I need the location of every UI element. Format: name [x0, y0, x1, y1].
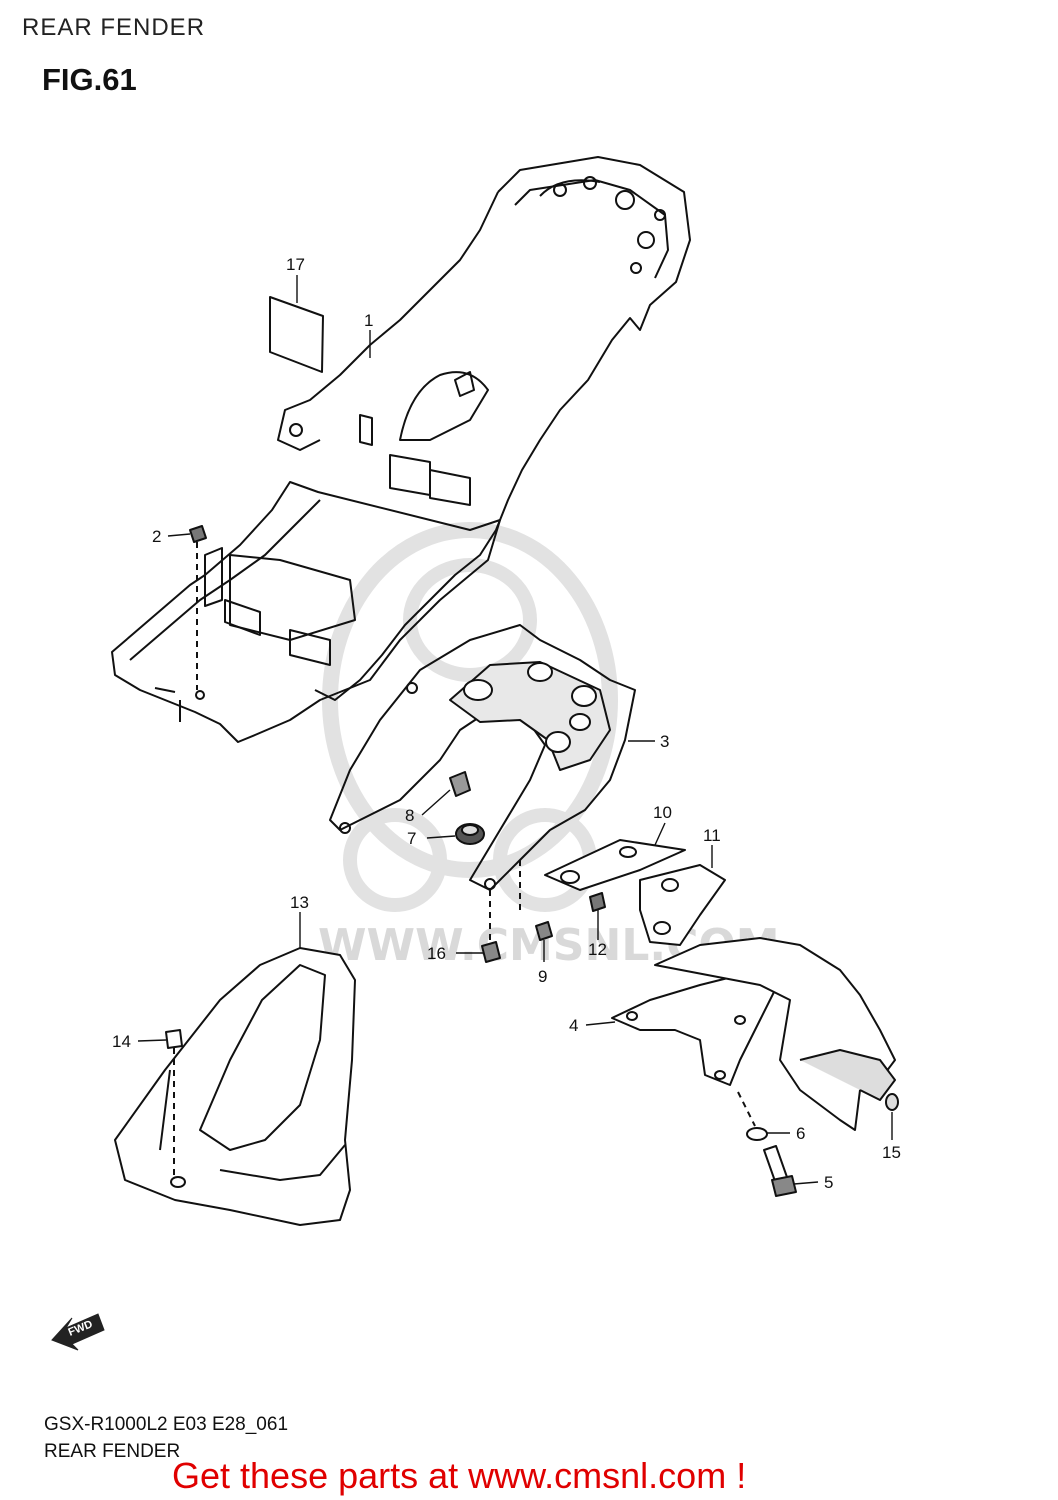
callout-1: 1: [364, 311, 373, 330]
part-9-screw: [519, 860, 553, 941]
part-4-lower-fender: [611, 937, 896, 1131]
callout-17: 17: [286, 255, 305, 274]
part-2-bolt: [189, 525, 207, 690]
callout-16: 16: [427, 944, 446, 963]
callout-12: 12: [588, 940, 607, 959]
part-11-bracket: [639, 864, 726, 946]
watermark: WWW.CMSNL.COM: [318, 522, 780, 971]
callout-8: 8: [405, 806, 414, 825]
promo-link-text[interactable]: Get these parts at www.cmsnl.com !: [172, 1455, 747, 1496]
callout-9: 9: [538, 967, 547, 986]
part-14-screw: [165, 1029, 183, 1175]
figure-label: FIG.61: [42, 62, 137, 97]
part-12-bolt: [589, 892, 606, 912]
part-10-plate: [544, 839, 686, 891]
callout-2: 2: [152, 527, 161, 546]
callout-5: 5: [824, 1173, 833, 1192]
part-15-nut: [885, 1093, 899, 1111]
part-3-fender-bracket: [329, 624, 636, 891]
part-13-front-fender: [114, 947, 356, 1226]
forward-arrow-icon: FWD: [51, 1313, 105, 1351]
part-6-washer: [737, 1091, 768, 1141]
footer-title: REAR FENDER: [44, 1441, 181, 1462]
callout-11: 11: [703, 826, 721, 845]
part-7-cushion: [455, 823, 485, 845]
callout-4: 4: [569, 1016, 578, 1035]
part-16-screw: [481, 890, 501, 963]
page-title: REAR FENDER: [22, 14, 206, 41]
callout-14: 14: [112, 1032, 131, 1051]
callout-15: 15: [882, 1143, 901, 1162]
callout-13: 13: [290, 893, 309, 912]
part-1-rear-frame: [111, 156, 691, 743]
part-5-bolt: [763, 1145, 797, 1197]
model-code: GSX-R1000L2 E03 E28_061: [44, 1414, 289, 1435]
callout-10: 10: [653, 803, 672, 822]
part-17-label-sticker: [269, 296, 324, 373]
callout-3: 3: [660, 732, 669, 751]
callout-6: 6: [796, 1124, 805, 1143]
part-8-grommet: [449, 771, 471, 797]
callout-7: 7: [407, 829, 416, 848]
leader-lines: [137, 275, 893, 1185]
